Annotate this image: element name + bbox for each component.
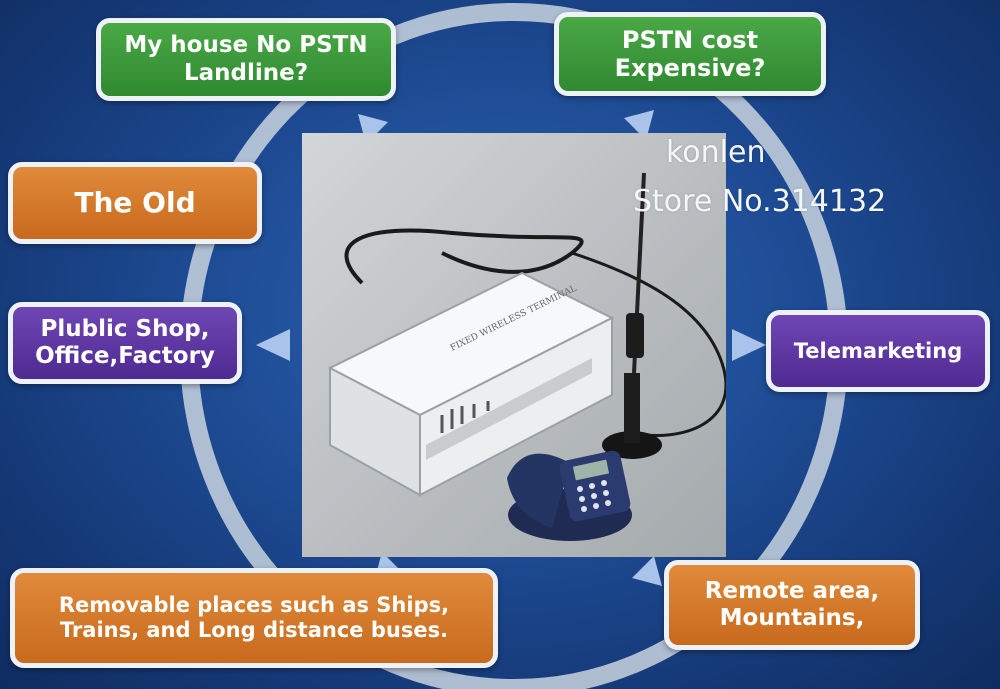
callout-remote-area: Remote area, Mountains, — [664, 560, 920, 650]
callout-line: Mountains, — [719, 605, 865, 631]
callout-line: Trains, and Long distance buses. — [59, 618, 449, 642]
arrow-right-icon — [732, 329, 766, 361]
watermark-brand: konlen — [666, 135, 766, 170]
watermark-store-number: Store No.314132 — [633, 184, 887, 219]
callout-line: Telemarketing — [793, 338, 963, 363]
callout-pstn-cost: PSTN cost Expensive? — [554, 12, 826, 96]
arrow-left-icon — [256, 329, 290, 361]
callout-removable-places: Removable places such as Ships, Trains, … — [10, 568, 498, 668]
callout-line: Office,Factory — [35, 343, 215, 369]
callout-line: Plublic Shop, — [40, 315, 210, 342]
callout-line: PSTN cost — [621, 25, 759, 54]
callout-line: Removable places such as Ships, — [58, 593, 450, 618]
callout-the-old: The Old — [8, 162, 262, 244]
callout-no-pstn-landline: My house No PSTN Landline? — [96, 18, 396, 101]
callout-line: Expensive? — [614, 54, 766, 82]
arrow-upper-right-icon — [624, 110, 654, 140]
callout-line: Remote area, — [704, 577, 880, 604]
arrow-lower-right-icon — [632, 556, 662, 586]
callout-public-shop: Plublic Shop, Office,Factory — [8, 302, 242, 384]
callout-line: Landline? — [183, 59, 309, 86]
callout-line: The Old — [74, 186, 196, 220]
callout-telemarketing: Telemarketing — [766, 310, 990, 392]
product-photo: FIXED WIRELESS TERMINAL — [302, 133, 726, 557]
callout-line: My house No PSTN — [124, 32, 368, 59]
